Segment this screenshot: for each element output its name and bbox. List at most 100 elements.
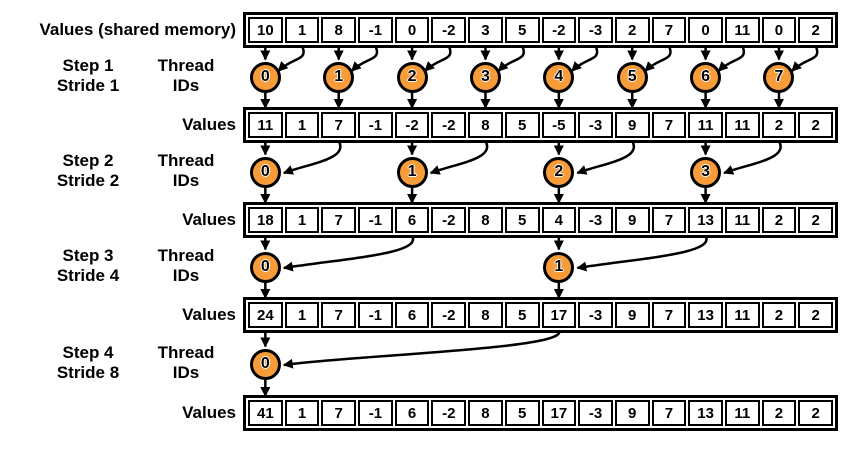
value-cell: 5 — [504, 400, 540, 426]
value-cell: 2 — [614, 17, 650, 43]
value-cell: 7 — [321, 207, 357, 233]
value-cell: 4 — [541, 207, 577, 233]
value-cell: 2 — [798, 17, 833, 43]
thread-id-circle: 1 — [323, 61, 355, 93]
value-cell: 0 — [761, 17, 797, 43]
value-cell: -3 — [578, 112, 613, 138]
value-cell: 13 — [688, 207, 723, 233]
thread-id-circle: 1 — [543, 251, 575, 283]
value-cell: 17 — [541, 302, 577, 328]
value-cell: -3 — [578, 17, 613, 43]
value-cell: 2 — [798, 207, 833, 233]
value-cell: 1 — [284, 400, 320, 426]
value-cell: 1 — [284, 302, 320, 328]
value-cell: 2 — [761, 400, 797, 426]
value-cell: 7 — [321, 302, 357, 328]
value-cell: 7 — [651, 17, 687, 43]
thread-id-circle: 7 — [763, 61, 795, 93]
thread-id-circle: 0 — [249, 251, 281, 283]
value-cell: 11 — [724, 207, 760, 233]
value-cell: 7 — [651, 207, 687, 233]
value-cell: 5 — [504, 112, 540, 138]
thread-id-circle: 1 — [396, 156, 428, 188]
shared-memory-row-label: Values (shared memory) — [39, 20, 236, 39]
step-stride-label: Step 4 Stride 8 — [56, 343, 120, 382]
step-stride-label: Step 3 Stride 4 — [56, 246, 120, 285]
thread-id-circle: 2 — [396, 61, 428, 93]
value-cell: 6 — [394, 207, 430, 233]
step-stride-label: Step 1 Stride 1 — [56, 56, 120, 95]
value-cell: -2 — [431, 207, 467, 233]
value-cell: 11 — [724, 400, 760, 426]
value-cell: -3 — [578, 302, 613, 328]
value-cell: 41 — [248, 400, 283, 426]
value-cell: -1 — [358, 400, 393, 426]
value-cell: -5 — [541, 112, 577, 138]
value-cell: 11 — [724, 17, 760, 43]
value-cell: 8 — [321, 17, 357, 43]
value-cell: 24 — [248, 302, 283, 328]
thread-id-circle: 0 — [249, 348, 281, 380]
value-cell: -3 — [578, 207, 613, 233]
value-cell: 1 — [284, 207, 320, 233]
value-cell: 2 — [761, 112, 797, 138]
value-cell: 5 — [504, 302, 540, 328]
value-cell: 11 — [688, 112, 723, 138]
value-cell: 7 — [651, 112, 687, 138]
value-cell: 8 — [468, 302, 503, 328]
value-cell: 0 — [394, 17, 430, 43]
values-row-label: Values — [182, 403, 236, 422]
value-cell: -1 — [358, 207, 393, 233]
value-cell: 7 — [651, 400, 687, 426]
value-cell: 6 — [394, 400, 430, 426]
value-cell: 0 — [688, 17, 723, 43]
value-cell: 8 — [468, 112, 503, 138]
value-cell: -2 — [541, 17, 577, 43]
thread-id-circle: 6 — [690, 61, 722, 93]
value-cell: 7 — [651, 302, 687, 328]
value-cell: 1 — [284, 112, 320, 138]
value-cell: -1 — [358, 302, 393, 328]
value-cell: -2 — [431, 302, 467, 328]
thread-ids-label: Thread IDs — [157, 151, 215, 190]
thread-id-circle: 0 — [249, 156, 281, 188]
value-cell: 11 — [724, 302, 760, 328]
value-cell: 18 — [248, 207, 283, 233]
value-cell: -1 — [358, 112, 393, 138]
value-cell: 13 — [688, 400, 723, 426]
value-cell: -2 — [431, 17, 467, 43]
step-stride-label: Step 2 Stride 2 — [56, 151, 120, 190]
value-cell: 11 — [248, 112, 283, 138]
thread-ids-label: Thread IDs — [157, 343, 215, 382]
value-cell: -2 — [431, 400, 467, 426]
value-cell: 2 — [761, 302, 797, 328]
value-cell: 13 — [688, 302, 723, 328]
thread-ids-label: Thread IDs — [157, 56, 215, 95]
value-cell: 11 — [724, 112, 760, 138]
value-cell: 10 — [248, 17, 283, 43]
value-cell: 9 — [614, 207, 650, 233]
thread-id-circle: 0 — [249, 61, 281, 93]
thread-id-circle: 5 — [616, 61, 648, 93]
thread-id-circle: 3 — [469, 61, 501, 93]
value-cell: 9 — [614, 112, 650, 138]
values-row-label: Values — [182, 210, 236, 229]
value-cell: 8 — [468, 207, 503, 233]
value-cell: 1 — [284, 17, 320, 43]
value-cell: 8 — [468, 400, 503, 426]
value-cell: 7 — [321, 112, 357, 138]
value-cell: 9 — [614, 400, 650, 426]
value-cell: 2 — [798, 112, 833, 138]
value-cell: 9 — [614, 302, 650, 328]
value-cell: 2 — [798, 302, 833, 328]
value-cell: -2 — [431, 112, 467, 138]
thread-id-circle: 2 — [543, 156, 575, 188]
thread-id-circle: 3 — [690, 156, 722, 188]
value-cell: 3 — [468, 17, 503, 43]
value-cell: 6 — [394, 302, 430, 328]
